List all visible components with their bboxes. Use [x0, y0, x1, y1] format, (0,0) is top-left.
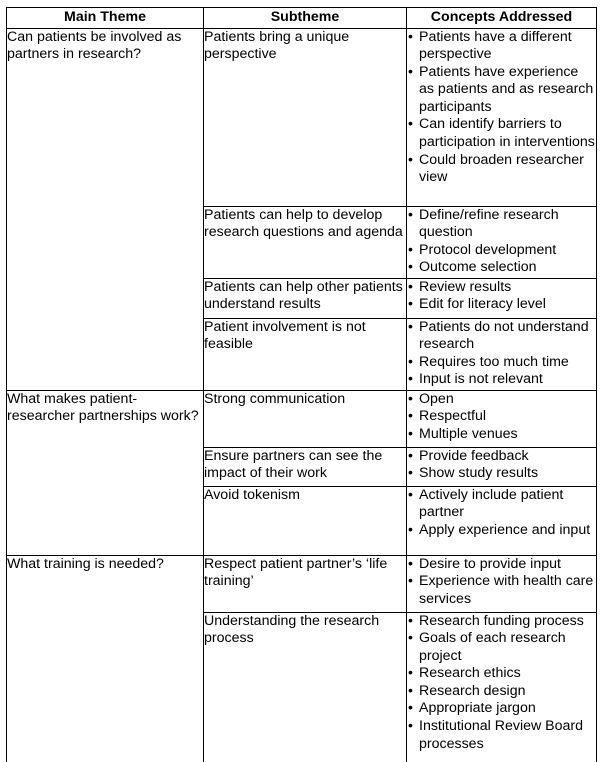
concept-item: Review results	[407, 279, 596, 297]
column-header-main-theme: Main Theme	[6, 7, 204, 29]
subtheme-cell: Understanding the research process	[203, 611, 407, 762]
subtheme-cell: Avoid tokenism	[203, 485, 407, 556]
concept-item: Institutional Review Board processes	[407, 718, 596, 753]
concepts-list: Research funding process Goals of each r…	[407, 613, 596, 754]
header-row: Main Theme Subtheme Concepts Addressed	[6, 7, 597, 29]
table-row: Patients can help to develop research qu…	[7, 205, 597, 279]
concept-item: Research funding process	[407, 613, 596, 631]
subtheme-cell: Ensure partners can see the impact of th…	[203, 446, 407, 487]
subtheme-text: Patients can help to develop research qu…	[204, 206, 403, 241]
concept-item: Open	[407, 391, 596, 409]
concepts-list: Define/refine research question Protocol…	[407, 207, 596, 277]
concept-item: Multiple venues	[407, 426, 596, 444]
concepts-cell: Actively include patient partner Apply e…	[406, 485, 597, 556]
main-theme-cell: What makes patient-researcher partnershi…	[6, 389, 204, 556]
concept-item: Actively include patient partner	[407, 487, 596, 522]
concepts-list: Review results Edit for literacy level	[407, 279, 596, 314]
table-row: What training is needed? Respect patient…	[6, 554, 597, 762]
concept-item: Apply experience and input	[407, 522, 596, 540]
concept-item: Patients do not understand research	[407, 319, 596, 354]
main-theme-text: What training is needed?	[7, 555, 164, 572]
table-row: Can patients be involved as partners in …	[6, 27, 597, 391]
concept-item: Goals of each research project	[407, 630, 596, 665]
concept-item: Outcome selection	[407, 259, 596, 277]
concept-item: Requires too much time	[407, 354, 596, 372]
table-row: Avoid tokenism Actively include patient …	[7, 485, 597, 556]
subtheme-cell: Strong communication	[203, 389, 407, 448]
subtheme-text: Strong communication	[204, 390, 346, 407]
subtheme-text: Ensure partners can see the impact of th…	[204, 447, 383, 482]
main-theme-cell: What training is needed?	[6, 554, 204, 762]
themes-table: Main Theme Subtheme Concepts Addressed C…	[6, 7, 597, 762]
concept-item: Define/refine research question	[407, 207, 596, 242]
table-row: Understanding the research process Resea…	[7, 611, 597, 762]
concept-item: Can identify barriers to participation i…	[407, 116, 596, 151]
concept-item: Provide feedback	[407, 448, 596, 466]
subtheme-text: Patients bring a unique perspective	[204, 28, 350, 63]
subtheme-text: Understanding the research process	[204, 612, 380, 647]
concepts-list: Open Respectful Multiple venues	[407, 391, 596, 444]
concepts-cell: Patients have a different perspective Pa…	[406, 27, 597, 207]
subtheme-text: Avoid tokenism	[204, 486, 300, 503]
subtheme-text: Patients can help other patients underst…	[204, 278, 403, 313]
concept-item: Desire to provide input	[407, 556, 596, 574]
concepts-cell: Open Respectful Multiple venues	[406, 389, 597, 448]
concepts-cell: Desire to provide input Experience with …	[406, 554, 597, 613]
table-header: Main Theme Subtheme Concepts Addressed	[6, 7, 597, 29]
concepts-list: Desire to provide input Experience with …	[407, 556, 596, 609]
concepts-cell: Provide feedback Show study results	[406, 446, 597, 487]
concepts-cell: Review results Edit for literacy level	[406, 277, 597, 319]
concepts-cell: Patients do not understand research Requ…	[406, 317, 597, 391]
column-header-concepts-addressed: Concepts Addressed	[406, 7, 597, 29]
subtheme-text: Respect patient partner’s ‘life training…	[204, 555, 388, 590]
column-header-subtheme: Subtheme	[203, 7, 407, 29]
concept-item: Experience with health care services	[407, 573, 596, 608]
concept-item: Patients have experience as patients and…	[407, 64, 596, 117]
concepts-list: Patients do not understand research Requ…	[407, 319, 596, 389]
concepts-cell: Research funding process Goals of each r…	[406, 611, 597, 762]
concepts-list: Patients have a different perspective Pa…	[407, 29, 596, 187]
concept-item: Patients have a different perspective	[407, 29, 596, 64]
subtheme-cell: Patients can help to develop research qu…	[203, 205, 407, 279]
subtheme-cell: Patients bring a unique perspective	[203, 27, 407, 207]
concept-item: Edit for literacy level	[407, 296, 596, 314]
subtheme-cell: Patients can help other patients underst…	[203, 277, 407, 319]
table-row: What makes patient-researcher partnershi…	[6, 389, 597, 556]
concept-item: Research design	[407, 683, 596, 701]
table-row: Patient involvement is not feasible Pati…	[7, 317, 597, 391]
concept-item: Research ethics	[407, 665, 596, 683]
concept-item: Appropriate jargon	[407, 700, 596, 718]
main-theme-cell: Can patients be involved as partners in …	[6, 27, 204, 391]
subtheme-text: Patient involvement is not feasible	[204, 318, 366, 353]
concept-item: Show study results	[407, 465, 596, 483]
concept-item: Could broaden researcher view	[407, 152, 596, 187]
concepts-cell: Define/refine research question Protocol…	[406, 205, 597, 279]
table-body: Can patients be involved as partners in …	[6, 27, 597, 762]
main-theme-text: Can patients be involved as partners in …	[7, 28, 182, 63]
concept-item: Input is not relevant	[407, 371, 596, 389]
concepts-list: Provide feedback Show study results	[407, 448, 596, 483]
concepts-list: Actively include patient partner Apply e…	[407, 487, 596, 540]
concept-item: Respectful	[407, 408, 596, 426]
main-theme-text: What makes patient-researcher partnershi…	[7, 390, 199, 425]
subtheme-cell: Respect patient partner’s ‘life training…	[203, 554, 407, 613]
subtheme-cell: Patient involvement is not feasible	[203, 317, 407, 391]
table-row: Ensure partners can see the impact of th…	[7, 446, 597, 487]
concept-item: Protocol development	[407, 242, 596, 260]
